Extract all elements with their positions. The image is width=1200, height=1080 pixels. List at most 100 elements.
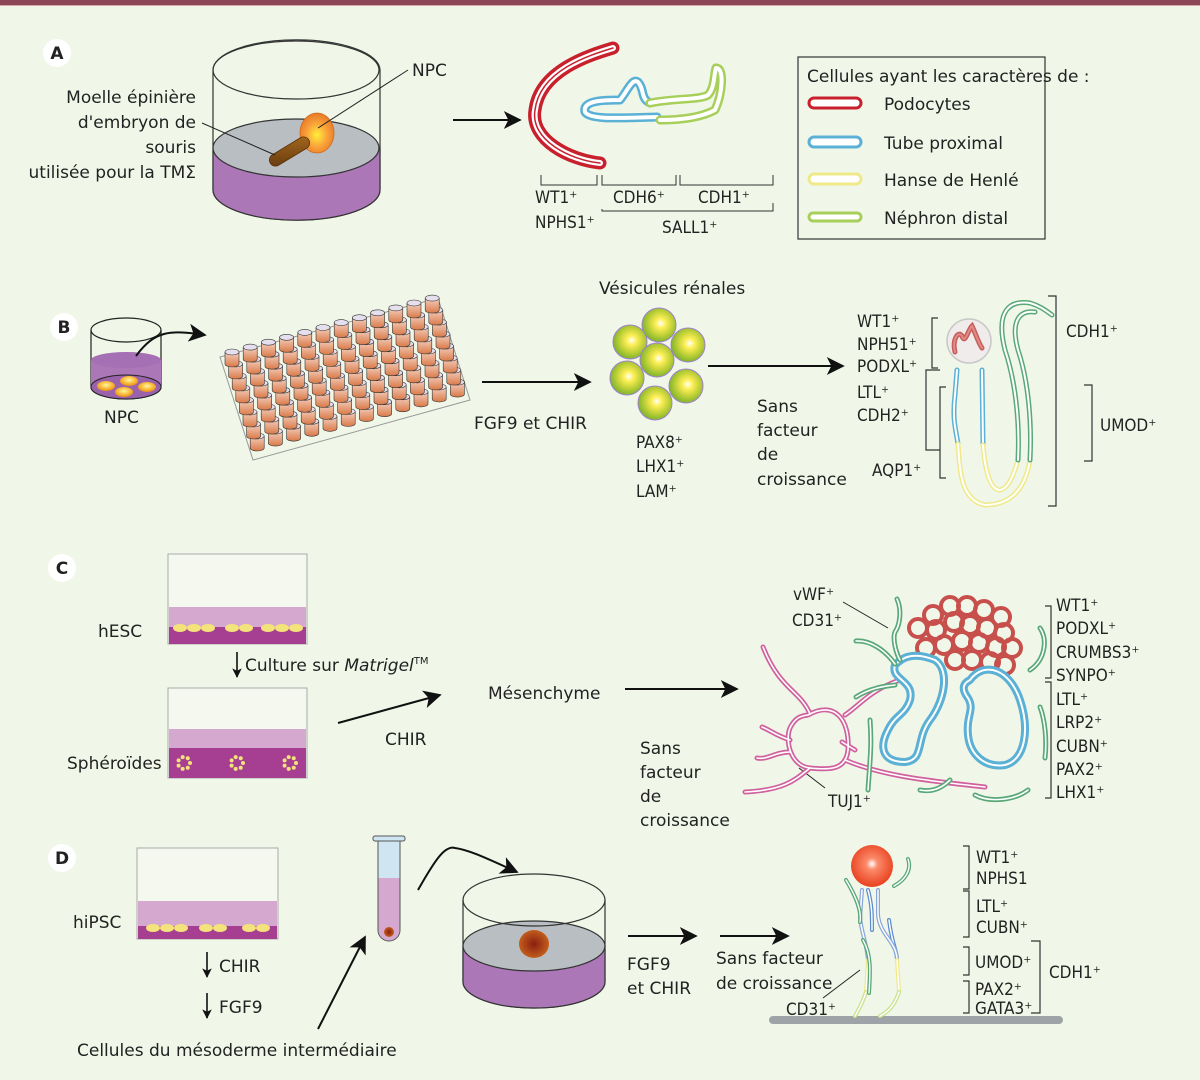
panel-d-badge: D (48, 844, 76, 872)
marker-cdh1: CDH1⁺ (698, 188, 750, 208)
well-icon (333, 319, 349, 338)
arrow-icon (317, 935, 366, 1030)
leader-line (317, 69, 409, 129)
hipsc-culture-well-icon (136, 847, 279, 940)
spheroid-cell-icon (241, 761, 245, 765)
step-condition-label: et CHIR (627, 979, 691, 999)
nephron-structure-icon (946, 300, 1055, 508)
marker: WT1⁺ (1056, 596, 1098, 616)
well-icon (242, 343, 258, 363)
well-icon (297, 329, 313, 348)
spheroid-cell-icon (238, 765, 243, 770)
marker-cd31: CD31⁺ (792, 611, 842, 631)
well-icon (224, 348, 240, 368)
nephron-marker: CDH1⁺ (1066, 322, 1118, 342)
marker-vwf: vWF⁺ (793, 585, 834, 605)
legend-item-tube-proximal: Tube proximal (807, 134, 1003, 154)
nephron-segments-icon (528, 41, 726, 170)
marker-cd31: CD31⁺ (786, 1000, 836, 1020)
vesicle-marker: LAM⁺ (636, 482, 677, 502)
culture-dish-icon (462, 873, 606, 1009)
multiwell-plate-icon (219, 294, 471, 461)
arrow-icon (337, 690, 442, 724)
panel-a-badge: A (43, 39, 71, 67)
panel-b-badge: B (50, 313, 78, 341)
legend-label: Néphron distal (884, 209, 1008, 229)
step-condition-label: facteur (757, 421, 818, 441)
culture-label: Culture sur MatrigelTM (245, 656, 429, 676)
podocyte-ring-icon (922, 604, 944, 626)
nephron-marker: AQP1⁺ (872, 461, 921, 481)
npc-dish-icon (90, 317, 162, 400)
legend-item-hanse-henle: Hanse de Henlé (807, 171, 1019, 191)
spheroid-cell-icon (233, 766, 238, 771)
step-condition-label: FGF9 et CHIR (474, 414, 587, 434)
panel-c-badge: C (48, 554, 76, 582)
well-icon (370, 309, 385, 329)
im-cells-label: Cellules du mésoderme intermédiaire (77, 1041, 397, 1061)
legend-swatch (807, 96, 863, 110)
source-label-line: souris (145, 138, 196, 158)
legend-item-podocytes: Podocytes (807, 95, 971, 115)
step-condition-label: de (640, 787, 661, 807)
legend-label: Hanse de Henlé (884, 171, 1019, 191)
podocyte-ring-icon (907, 617, 929, 639)
spheroid-cell-icon (185, 756, 190, 761)
source-label-line: utilisée pour la TMΣ (29, 163, 197, 183)
spheroid-cell-icon (188, 761, 192, 765)
spheroid-cell-icon (233, 755, 238, 760)
well-icon (352, 314, 367, 333)
marker: PAX2⁺ (975, 980, 1022, 1000)
spheroid-cell-icon (291, 765, 296, 770)
marker: LTL⁺ (1056, 690, 1088, 710)
nephron-marker: PODXL⁺ (857, 357, 917, 377)
well-icon (388, 304, 404, 324)
nephron-structure-icon (769, 845, 1063, 1024)
marker: CRUMBS3⁺ (1056, 643, 1139, 663)
vesicles-title: Vésicules rénales (599, 279, 745, 299)
mesenchyme-label: Mésenchyme (488, 684, 600, 704)
step-condition-label: de (757, 445, 778, 465)
legend-label: Podocytes (884, 95, 971, 115)
spheroid-cell-icon (238, 756, 243, 761)
step-condition-label: Sans (640, 739, 681, 759)
marker-nphs1: NPHS1⁺ (535, 213, 595, 233)
step-condition-label: CHIR (385, 730, 427, 750)
renal-vesicles-icon (609, 307, 706, 421)
spheroid-cell-icon (282, 763, 287, 768)
marker-cdh6: CDH6⁺ (613, 188, 665, 208)
top-border (0, 0, 1200, 6)
spheroid-cell-icon (180, 755, 185, 760)
source-label-line: d'embryon de (78, 113, 196, 133)
well-icon (348, 367, 363, 386)
spheroid-cell-icon (185, 765, 190, 770)
step-condition-label: facteur (640, 763, 701, 783)
marker: CUBN⁺ (976, 918, 1028, 938)
marker: WT1⁺ (976, 848, 1018, 868)
legend-swatch (807, 135, 863, 149)
spheroid-cell-icon (229, 763, 234, 768)
marker-brackets (1045, 605, 1052, 799)
leader-line (822, 969, 861, 999)
nephron-marker: NPH51⁺ (857, 335, 917, 355)
step-condition-label: croissance (640, 811, 730, 831)
spheroid-cell-icon (180, 766, 185, 771)
marker-wt1: WT1⁺ (535, 188, 577, 208)
marker: PAX2⁺ (1056, 760, 1103, 780)
panel-c: C hESC Culture sur MatrigelTM Sphéroïdes… (48, 553, 1139, 831)
panel-b: B NPC FGF9 et CHIR Vésicules rénales (50, 279, 1156, 508)
step-condition-label: FGF9 (219, 998, 263, 1018)
marker-sall1: SALL1⁺ (662, 218, 717, 238)
spheroid-cell-icon (286, 766, 291, 771)
marker: LHX1⁺ (1056, 783, 1104, 803)
well-icon (261, 338, 276, 358)
marker: PODXL⁺ (1056, 619, 1116, 639)
well-icon (424, 294, 440, 314)
legend-title: Cellules ayant les caractères de : (807, 67, 1090, 87)
well-icon (279, 333, 294, 353)
spheroid-cell-icon (291, 756, 296, 761)
marker: LRP2⁺ (1056, 713, 1102, 733)
spheroid-cell-icon (176, 758, 181, 763)
marker-brackets (925, 295, 1093, 507)
spheroid-cell-icon (286, 755, 291, 760)
